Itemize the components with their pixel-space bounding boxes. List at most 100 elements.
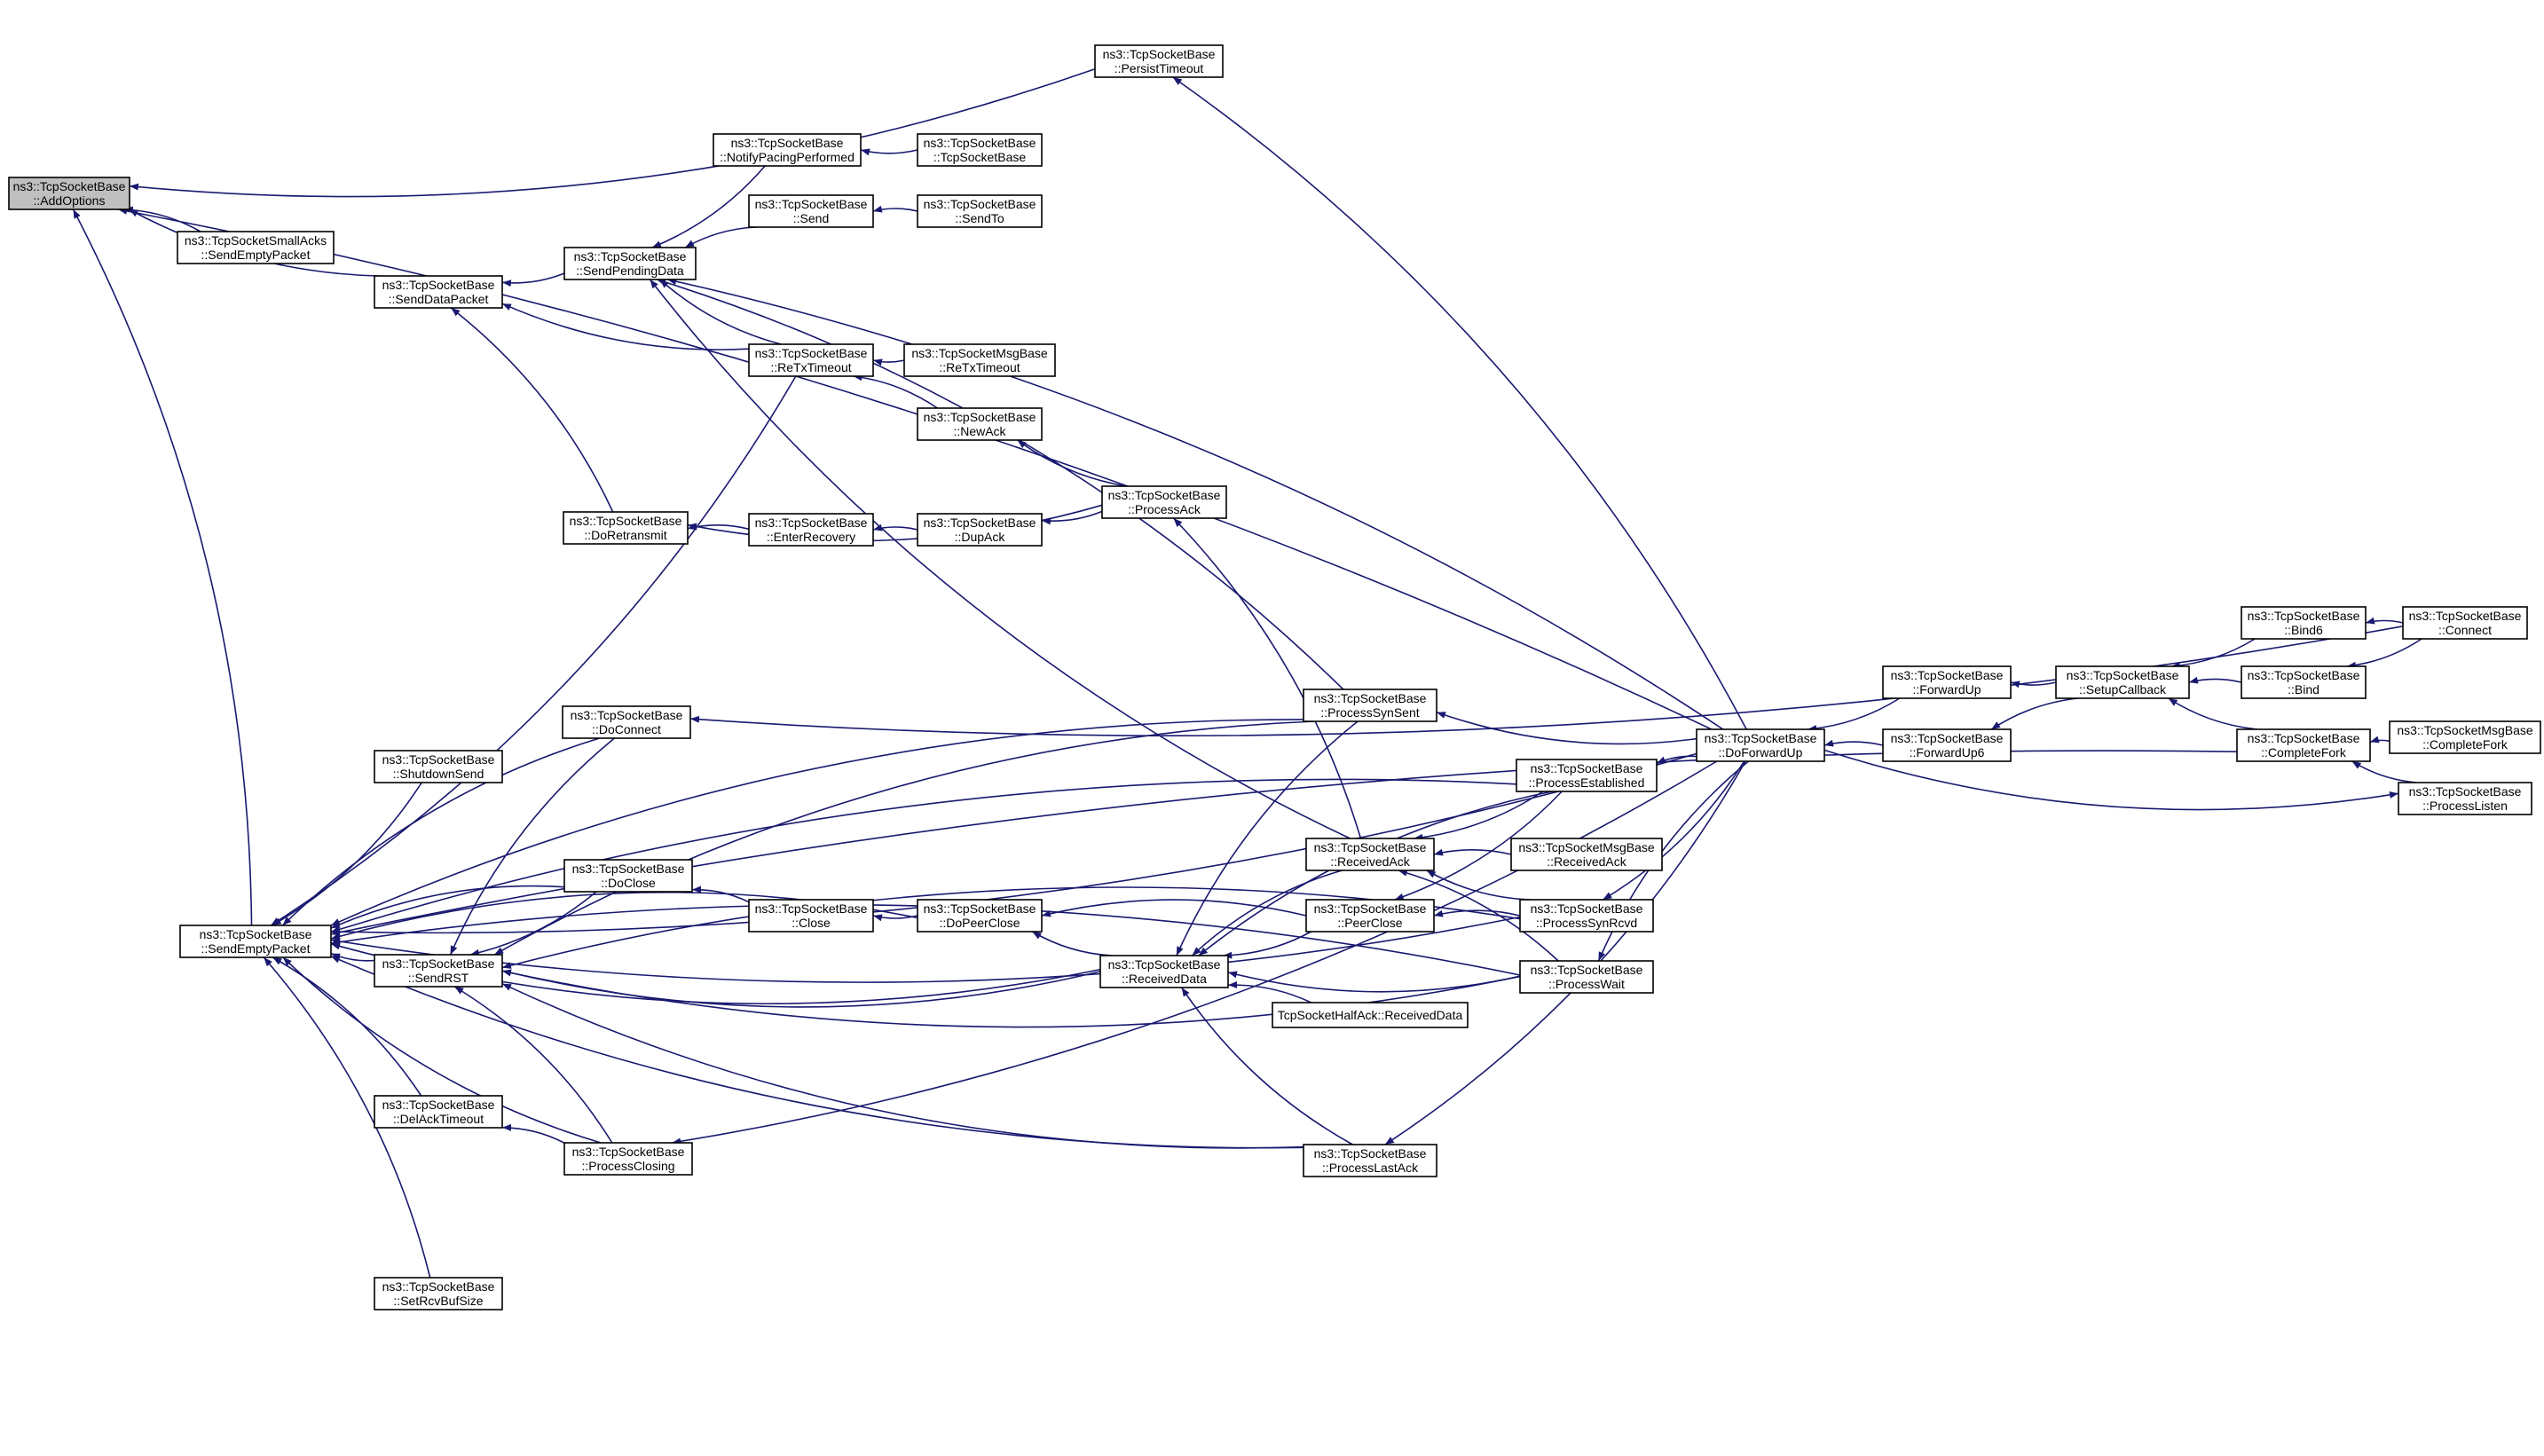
node-send-rst[interactable]: ns3::TcpSocketBase::SendRST [374, 954, 503, 988]
node-method-label: ::CompleteFork [2261, 745, 2347, 759]
node-method-label: ::ShutdownSend [393, 767, 484, 781]
node-connect[interactable]: ns3::TcpSocketBase::Connect [2402, 606, 2528, 640]
node-method-label: ::ProcessEstablished [1529, 775, 1645, 790]
edge-msg-base-received-ack-to-received-ack [1433, 848, 1512, 856]
node-shutdown-send[interactable]: ns3::TcpSocketBase::ShutdownSend [374, 750, 503, 783]
edge-peer-close-to-received-data [1223, 931, 1312, 959]
edge-process-ack-to-new-ack [1017, 439, 1127, 487]
edge-forward-up6-to-do-forward-up [1823, 739, 1884, 747]
node-do-forward-up[interactable]: ns3::TcpSocketBase::DoForwardUp [1696, 728, 1825, 762]
node-class-label: TcpSocketHalfAck::ReceivedData [1278, 1008, 1463, 1022]
node-method-label: ::PeerClose [1337, 916, 1402, 930]
node-class-label: ns3::TcpSocketBase [2248, 668, 2360, 682]
node-class-label: ns3::TcpSocketBase [2409, 609, 2522, 623]
node-class-label: ns3::TcpSocketBase [755, 901, 868, 916]
node-close[interactable]: ns3::TcpSocketBase::Close [748, 899, 874, 933]
node-enter-recovery[interactable]: ns3::TcpSocketBase::EnterRecovery [748, 513, 874, 547]
node-process-established[interactable]: ns3::TcpSocketBase::ProcessEstablished [1516, 759, 1658, 792]
node-box [563, 511, 689, 545]
node-do-close[interactable]: ns3::TcpSocketBase::DoClose [563, 859, 693, 893]
node-method-label: ::ProcessAck [1128, 502, 1201, 516]
node-method-label: ::ReTxTimeout [939, 360, 1020, 374]
edge-do-retransmit-to-send-data-packet [450, 307, 614, 513]
node-small-acks-send-empty-packet[interactable]: ns3::TcpSocketSmallAcks::SendEmptyPacket [177, 231, 335, 264]
node-set-rcv-buf-size[interactable]: ns3::TcpSocketBase::SetRcvBufSize [374, 1277, 503, 1310]
node-box [1882, 728, 2012, 762]
node-box [374, 1095, 503, 1129]
edge-re-tx-timeout-to-send-data-packet [501, 303, 750, 350]
node-method-label: ::ProcessSynRcvd [1536, 916, 1637, 930]
node-forward-up[interactable]: ns3::TcpSocketBase::ForwardUp [1882, 665, 2012, 699]
node-class-label: ns3::TcpSocketBase [924, 901, 1036, 916]
node-setup-callback[interactable]: ns3::TcpSocketBase::SetupCallback [2055, 665, 2190, 699]
node-method-label: ::CompleteFork [2422, 737, 2509, 752]
node-complete-fork[interactable]: ns3::TcpSocketBase::CompleteFork [2236, 728, 2371, 762]
edge-complete-fork-to-setup-callback [2168, 697, 2258, 730]
node-peer-close[interactable]: ns3::TcpSocketBase::PeerClose [1305, 899, 1435, 933]
node-box [1519, 960, 1654, 994]
node-msg-base-received-ack[interactable]: ns3::TcpSocketMsgBase::ReceivedAck [1510, 838, 1663, 871]
node-class-label: ns3::TcpSocketBase [731, 136, 844, 150]
node-notify-pacing-performed[interactable]: ns3::TcpSocketBase::NotifyPacingPerforme… [713, 133, 862, 167]
node-msg-base-re-tx-timeout[interactable]: ns3::TcpSocketMsgBase::ReTxTimeout [903, 343, 1056, 377]
edge-do-forward-up-to-process-syn-rcvd [1602, 760, 1745, 901]
node-do-retransmit[interactable]: ns3::TcpSocketBase::DoRetransmit [563, 511, 689, 545]
node-process-closing[interactable]: ns3::TcpSocketBase::ProcessClosing [563, 1142, 693, 1176]
edge-msg-base-re-tx-timeout-to-re-tx-timeout [872, 358, 905, 366]
node-method-label: ::ProcessSynSent [1320, 705, 1419, 720]
node-tcp-socket-base-ctor[interactable]: ns3::TcpSocketBase::TcpSocketBase [917, 133, 1043, 167]
node-bind[interactable]: ns3::TcpSocketBase::Bind [2241, 665, 2367, 699]
node-class-label: ns3::TcpSocketBase [574, 249, 687, 264]
node-del-ack-timeout[interactable]: ns3::TcpSocketBase::DelAckTimeout [374, 1095, 503, 1129]
node-box [748, 194, 874, 228]
edge-re-tx-timeout-to-send-empty-packet [270, 375, 797, 926]
node-bind6[interactable]: ns3::TcpSocketBase::Bind6 [2241, 606, 2367, 640]
node-box [1510, 838, 1663, 871]
node-process-listen[interactable]: ns3::TcpSocketBase::ProcessListen [2398, 782, 2532, 815]
node-received-ack[interactable]: ns3::TcpSocketBase::ReceivedAck [1305, 838, 1435, 871]
node-class-label: ns3::TcpSocketMsgBase [911, 346, 1048, 360]
node-process-last-ack[interactable]: ns3::TcpSocketBase::ProcessLastAck [1303, 1144, 1437, 1177]
node-method-label: ::SendTo [955, 211, 1004, 225]
edge-dup-ack-to-enter-recovery [872, 523, 918, 531]
node-send-data-packet[interactable]: ns3::TcpSocketBase::SendDataPacket [374, 275, 503, 309]
node-persist-timeout[interactable]: ns3::TcpSocketBase::PersistTimeout [1094, 44, 1224, 78]
node-dup-ack[interactable]: ns3::TcpSocketBase::DupAck [917, 513, 1043, 547]
node-box [1099, 955, 1229, 988]
node-class-label: ns3::TcpSocketBase [1314, 901, 1427, 916]
node-box [917, 899, 1043, 933]
edge-re-tx-timeout-to-send-pending-data [659, 279, 782, 345]
edge-do-forward-up-to-process-syn-sent [1436, 711, 1697, 745]
node-class-label: ns3::TcpSocketBase [1891, 731, 2004, 745]
node-send-to[interactable]: ns3::TcpSocketBase::SendTo [917, 194, 1043, 228]
node-process-wait[interactable]: ns3::TcpSocketBase::ProcessWait [1519, 960, 1654, 994]
node-box [563, 859, 693, 893]
node-half-ack-received-data[interactable]: TcpSocketHalfAck::ReceivedData [1272, 1002, 1469, 1028]
node-method-label: ::EnterRecovery [767, 530, 855, 544]
node-class-label: ns3::TcpSocketBase [571, 708, 683, 722]
node-forward-up6[interactable]: ns3::TcpSocketBase::ForwardUp6 [1882, 728, 2012, 762]
node-re-tx-timeout[interactable]: ns3::TcpSocketBase::ReTxTimeout [748, 343, 874, 377]
node-do-connect[interactable]: ns3::TcpSocketBase::DoConnect [562, 705, 691, 739]
node-process-ack[interactable]: ns3::TcpSocketBase::ProcessAck [1101, 485, 1227, 519]
node-method-label: ::SendEmptyPacket [201, 248, 311, 262]
edge-complete-fork-to-send-empty-packet [330, 750, 2238, 936]
node-class-label: ns3::TcpSocketBase [2248, 731, 2360, 745]
node-method-label: ::SendDataPacket [389, 292, 489, 306]
node-process-syn-rcvd[interactable]: ns3::TcpSocketBase::ProcessSynRcvd [1519, 899, 1654, 933]
node-send-empty-packet[interactable]: ns3::TcpSocketBase::SendEmptyPacket [179, 925, 332, 958]
edge-set-rcv-buf-size-to-send-empty-packet [263, 956, 431, 1279]
node-send-pending-data[interactable]: ns3::TcpSocketBase::SendPendingData [563, 247, 697, 280]
node-box [2055, 665, 2190, 699]
node-do-peer-close[interactable]: ns3::TcpSocketBase::DoPeerClose [917, 899, 1043, 933]
node-class-label: ns3::TcpSocketBase [755, 516, 868, 530]
node-box [917, 133, 1043, 167]
node-send[interactable]: ns3::TcpSocketBase::Send [748, 194, 874, 228]
node-msg-base-complete-fork[interactable]: ns3::TcpSocketMsgBase::CompleteFork [2389, 720, 2541, 754]
node-process-syn-sent[interactable]: ns3::TcpSocketBase::ProcessSynSent [1303, 689, 1437, 722]
node-add-options[interactable]: ns3::TcpSocketBase::AddOptions [8, 177, 130, 210]
node-new-ack[interactable]: ns3::TcpSocketBase::NewAck [917, 407, 1043, 441]
edge-layer [72, 67, 2422, 1279]
edge-persist-timeout-to-add-options [129, 67, 1096, 198]
node-received-data[interactable]: ns3::TcpSocketBase::ReceivedData [1099, 955, 1229, 988]
